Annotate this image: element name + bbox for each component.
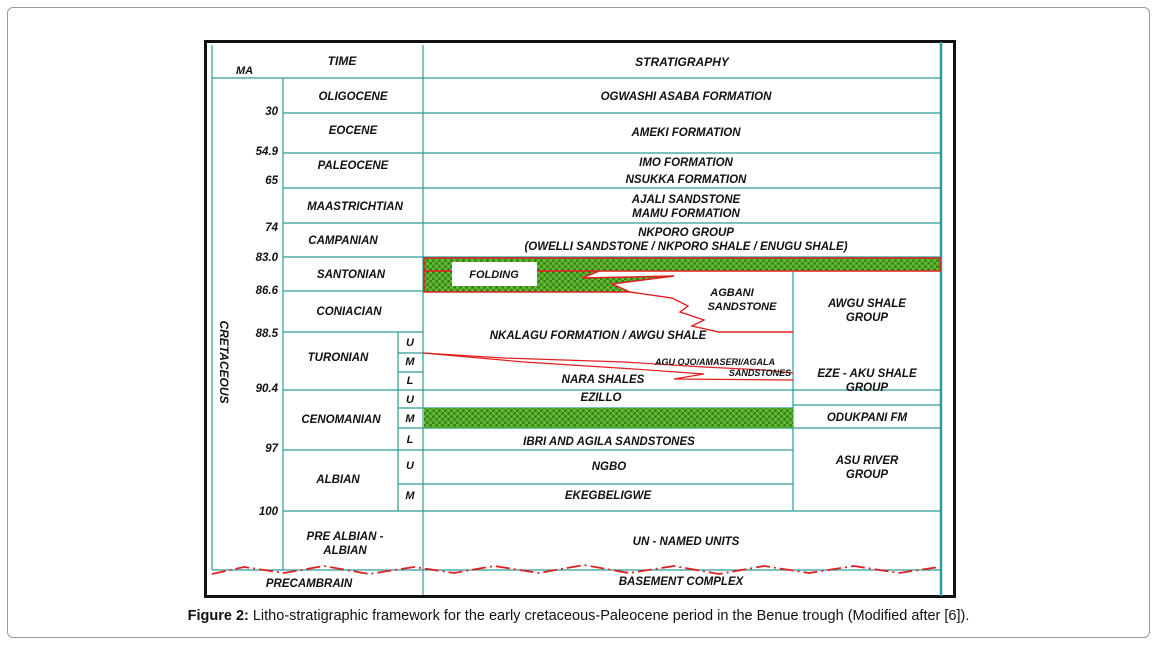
epoch-label: EOCENE: [329, 125, 378, 137]
ma-tick: 83.0: [256, 252, 279, 264]
formation-label: AGBANI: [709, 287, 754, 299]
formation-label: NKPORO GROUP: [638, 227, 734, 239]
group-label: GROUP: [846, 312, 889, 324]
ma-tick: 100: [259, 506, 279, 518]
formation-column: OGWASHI ASABA FORMATION AMEKI FORMATION …: [469, 91, 847, 588]
epoch-label: CAMPANIAN: [308, 235, 378, 247]
epoch-label: TURONIAN: [308, 352, 369, 364]
group-label: ODUKPANI FM: [827, 412, 908, 424]
epoch-label: PRE ALBIAN -: [307, 531, 384, 543]
epoch-label: ALBIAN: [322, 545, 367, 557]
ma-tick: 65: [265, 175, 278, 187]
ma-tick: 88.5: [256, 328, 279, 340]
header-time: TIME: [328, 54, 358, 68]
formation-label: OGWASHI ASABA FORMATION: [601, 91, 772, 103]
group-label: ASU RIVER: [835, 455, 899, 467]
subdivision-label: U: [406, 337, 415, 349]
subdivision-column: U M L U M L U M: [405, 337, 415, 502]
ma-tick: 90.4: [256, 383, 279, 395]
epoch-label: OLIGOCENE: [318, 91, 387, 103]
subdivision-label: U: [406, 394, 415, 406]
ma-tick: 86.6: [256, 285, 279, 297]
era-label: CRETACEOUS: [217, 320, 231, 403]
subdivision-label: L: [407, 375, 414, 387]
epoch-label: ALBIAN: [315, 474, 360, 486]
stratigraphy-chart: MA TIME STRATIGRAPHY 30 54.9 65 74 83.0 …: [204, 40, 956, 598]
formation-label: NSUKKA FORMATION: [626, 174, 747, 186]
epoch-label: MAASTRICHTIAN: [307, 201, 404, 213]
outer-border: [204, 40, 956, 598]
subdivision-label: M: [405, 490, 415, 502]
formation-label: NKALAGU FORMATION / AWGU SHALE: [490, 330, 707, 342]
caption-label: Figure 2:: [187, 608, 249, 624]
formation-label: AJALI SANDSTONE: [631, 194, 741, 206]
formation-label: BASEMENT COMPLEX: [619, 576, 745, 588]
formation-label: AGU OJO/AMASERI/AGALA: [654, 357, 775, 367]
figure-caption: Figure 2: Litho-stratigraphic framework …: [0, 608, 1157, 624]
subdivision-label: L: [407, 434, 414, 446]
formation-label: SANDSTONES: [729, 368, 791, 378]
group-label: EZE - AKU SHALE: [817, 368, 917, 380]
formation-label: (OWELLI SANDSTONE / NKPORO SHALE / ENUGU…: [524, 241, 847, 253]
formation-label: IBRI AND AGILA SANDSTONES: [523, 436, 695, 448]
ma-tick: 97: [265, 443, 278, 455]
agbani-tongue: [629, 291, 793, 333]
chart-background: [204, 40, 956, 598]
unconformity-line: [211, 564, 940, 575]
group-label: GROUP: [846, 382, 889, 394]
epoch-label: PALEOCENE: [318, 160, 389, 172]
folding-label: FOLDING: [469, 269, 519, 281]
formation-label: IMO FORMATION: [639, 157, 733, 169]
group-column: AWGU SHALE GROUP EZE - AKU SHALE GROUP O…: [817, 298, 917, 481]
aguojo-tongue-bottom: [422, 352, 794, 381]
subdivision-label: M: [405, 413, 415, 425]
formation-label: SANDSTONE: [708, 301, 778, 313]
formation-label: AMEKI FORMATION: [630, 127, 741, 139]
folding-band-top: [423, 257, 941, 272]
formation-label: MAMU FORMATION: [632, 208, 740, 220]
formation-label: EKEGBELIGWE: [565, 490, 652, 502]
caption-text: Litho-stratigraphic framework for the ea…: [248, 608, 970, 624]
ma-tick: 74: [265, 222, 278, 234]
cenomanian-hatch-band: [424, 408, 793, 428]
formation-label: EZILLO: [581, 392, 622, 404]
subdivision-label: M: [405, 356, 415, 368]
epoch-label: PRECAMBRAIN: [266, 578, 353, 590]
ma-tick: 54.9: [256, 146, 279, 158]
header-ma: MA: [236, 65, 253, 77]
formation-label: UN - NAMED UNITS: [633, 536, 740, 548]
subdivision-label: U: [406, 460, 415, 472]
ma-tick: 30: [265, 106, 278, 118]
epoch-label: CENOMANIAN: [301, 414, 381, 426]
epoch-label: CONIACIAN: [316, 306, 382, 318]
epoch-label: SANTONIAN: [317, 269, 386, 281]
formation-label: NARA SHALES: [562, 374, 645, 386]
group-label: AWGU SHALE: [827, 298, 906, 310]
group-label: GROUP: [846, 469, 889, 481]
aguojo-tongue-top: [422, 352, 794, 374]
stratigraphy-figure: MA TIME STRATIGRAPHY 30 54.9 65 74 83.0 …: [204, 40, 956, 598]
epoch-column: OLIGOCENE EOCENE PALEOCENE MAASTRICHTIAN…: [266, 91, 404, 590]
formation-label: NGBO: [592, 461, 627, 473]
folding-label-box: [452, 262, 537, 286]
header-stratigraphy: STRATIGRAPHY: [635, 55, 730, 69]
ma-axis: 30 54.9 65 74 83.0 86.6 88.5 90.4 97 100: [256, 106, 279, 518]
